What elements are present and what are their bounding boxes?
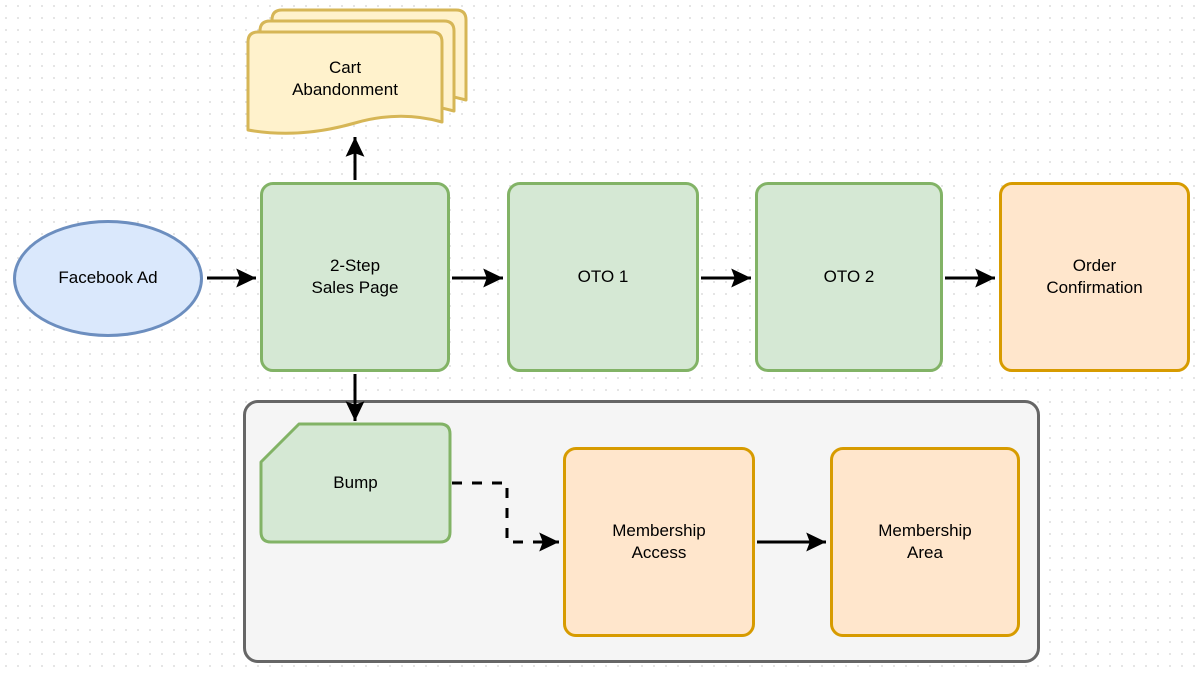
node-oto-2: OTO 2	[755, 182, 943, 372]
node-oto-2-label: OTO 2	[823, 266, 875, 286]
node-order-confirmation: Order Confirmation	[999, 182, 1190, 372]
node-cart-abandonment-label: Cart Abandonment	[292, 57, 398, 99]
node-membership-area: Membership Area	[830, 447, 1020, 637]
node-facebook-ad: Facebook Ad	[13, 220, 203, 337]
node-sales-page-label: 2-Step Sales Page	[311, 255, 399, 297]
node-membership-access-label: Membership Access	[612, 520, 706, 562]
node-facebook-ad-label: Facebook Ad	[58, 268, 158, 288]
node-membership-area-label: Membership Area	[878, 520, 972, 562]
node-oto-1-label: OTO 1	[577, 266, 629, 286]
node-bump-label: Bump	[333, 472, 378, 492]
node-oto-1: OTO 1	[507, 182, 699, 372]
node-cart-abandonment: Cart Abandonment	[248, 32, 442, 126]
node-bump: Bump	[261, 424, 450, 542]
node-membership-access: Membership Access	[563, 447, 755, 637]
node-order-confirmation-label: Order Confirmation	[1046, 255, 1143, 297]
node-sales-page: 2-Step Sales Page	[260, 182, 450, 372]
